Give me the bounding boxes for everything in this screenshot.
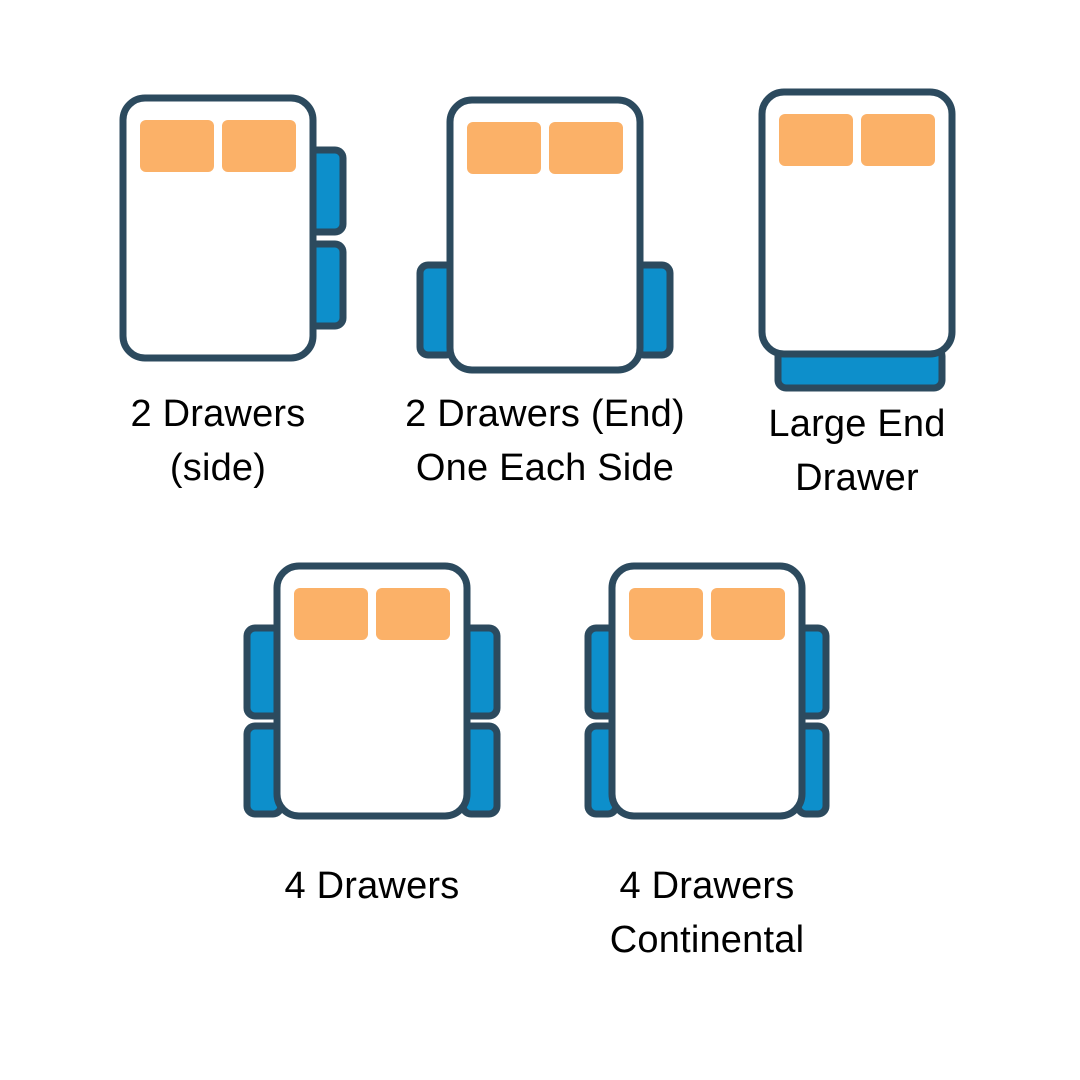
bed-icon-four-drawers-continental [584,562,830,820]
bed-option-label-large-end-drawer: Large End Drawer [768,403,946,499]
pillow-1 [549,122,623,174]
bed-figure-four-drawers-continental [572,526,842,856]
pillow-0 [140,120,214,172]
bed-option-two-drawers-side [83,58,353,398]
pillow-1 [861,114,935,166]
bed-option-large-end-drawer [722,52,992,394]
bed-option-label-two-drawers-side: 2 Drawers (side) [130,393,306,489]
pillow-1 [222,120,296,172]
bed-figure-large-end-drawer [722,52,992,394]
bed-figure-two-drawers-end-one-each-side [410,60,680,410]
bed-option-label-two-drawers-end-one-each-side: 2 Drawers (End) One Each Side [405,393,685,489]
bed-option-four-drawers-continental [572,526,842,856]
bed-icon-two-drawers-side [119,94,347,362]
bed-option-label-four-drawers-continental: 4 Drawers Continental [609,865,805,961]
bed-option-label-four-drawers: 4 Drawers [284,865,460,907]
pillow-0 [629,588,703,640]
pillow-1 [711,588,785,640]
bed-option-two-drawers-end-one-each-side [410,60,680,410]
pillow-0 [294,588,368,640]
pillow-0 [779,114,853,166]
bed-figure-four-drawers [237,526,507,856]
bed-icon-two-drawers-end-one-each-side [416,96,674,374]
bed-option-four-drawers [237,526,507,856]
pillow-1 [376,588,450,640]
bed-icon-four-drawers [243,562,501,820]
bed-figure-two-drawers-side [83,58,353,398]
bed-icon-large-end-drawer [758,88,956,392]
pillow-0 [467,122,541,174]
